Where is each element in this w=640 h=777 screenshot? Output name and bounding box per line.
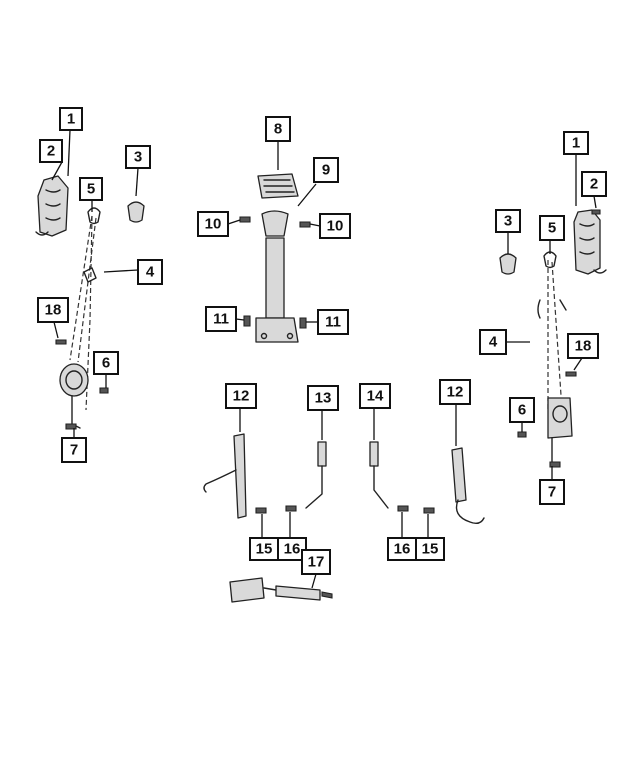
- callout-10-right: 10: [319, 213, 351, 239]
- right-belt-webbing: [537, 251, 567, 411]
- svg-text:9: 9: [322, 162, 330, 179]
- svg-text:7: 7: [70, 442, 78, 459]
- callout-11-right: 11: [317, 309, 349, 335]
- callout-14: 14: [359, 383, 391, 409]
- callout-17: 17: [301, 549, 331, 575]
- right-d-ring-cover: [499, 253, 517, 275]
- left-height-adjuster: [35, 175, 69, 237]
- buckle-12-right: [451, 447, 485, 525]
- svg-text:18: 18: [575, 338, 592, 355]
- callout-4-left: 4: [137, 259, 163, 285]
- svg-text:12: 12: [233, 388, 250, 405]
- svg-text:6: 6: [102, 355, 110, 372]
- svg-text:10: 10: [205, 216, 222, 233]
- callout-9: 9: [313, 157, 339, 183]
- center-assembly: [239, 173, 311, 343]
- callout-12-right: 12: [439, 379, 471, 405]
- svg-text:2: 2: [590, 176, 598, 193]
- right-bolts: [517, 209, 601, 468]
- callout-13: 13: [307, 385, 339, 411]
- svg-text:6: 6: [518, 402, 526, 419]
- left-retractor: [59, 363, 89, 429]
- buckle-13: [305, 441, 327, 509]
- svg-text:12: 12: [447, 384, 464, 401]
- callout-6-right: 6: [509, 397, 535, 423]
- callout-3-right: 3: [495, 209, 521, 233]
- svg-text:3: 3: [134, 149, 142, 166]
- callout-18-left: 18: [37, 297, 69, 323]
- callout-15-right: 15: [415, 537, 445, 561]
- callout-3-left: 3: [125, 145, 151, 169]
- svg-text:4: 4: [489, 334, 498, 351]
- callout-15-left: 15: [249, 537, 279, 561]
- callout-7-left: 7: [61, 437, 87, 463]
- callout-6-left: 6: [93, 351, 119, 375]
- callout-5-left: 5: [79, 177, 103, 201]
- buckle-14: [369, 441, 389, 509]
- svg-text:3: 3: [504, 213, 512, 230]
- callout-1-right: 1: [563, 131, 589, 155]
- callout-7-right: 7: [539, 479, 565, 505]
- callout-12-left: 12: [225, 383, 257, 409]
- callout-1-left: 1: [59, 107, 83, 131]
- callout-8: 8: [265, 116, 291, 142]
- buckle-assemblies: [203, 433, 485, 603]
- svg-text:11: 11: [213, 311, 229, 328]
- svg-text:5: 5: [548, 220, 556, 237]
- svg-text:8: 8: [274, 121, 282, 138]
- right-retractor: [547, 397, 573, 463]
- callout-18-right: 18: [567, 333, 599, 359]
- svg-text:4: 4: [146, 264, 155, 281]
- svg-text:14: 14: [367, 388, 384, 405]
- left-bolts: [55, 339, 109, 430]
- callout-2-left: 2: [39, 139, 63, 163]
- callout-10-left: 10: [197, 211, 229, 237]
- center-cover-part-8: [257, 173, 299, 199]
- svg-text:18: 18: [45, 302, 62, 319]
- svg-text:1: 1: [572, 135, 580, 152]
- buckle-12-left: [203, 433, 247, 519]
- callout-2-right: 2: [581, 171, 607, 197]
- svg-text:1: 1: [67, 111, 75, 128]
- svg-text:16: 16: [284, 541, 301, 558]
- svg-text:2: 2: [47, 143, 55, 160]
- svg-text:13: 13: [315, 390, 332, 407]
- svg-text:15: 15: [256, 541, 273, 558]
- callout-5-right: 5: [539, 215, 565, 241]
- svg-text:15: 15: [422, 541, 439, 558]
- right-height-adjuster: [573, 209, 607, 275]
- callout-4-right: 4: [479, 329, 507, 355]
- right-belt-assembly: [499, 209, 607, 468]
- buckle-bolts: [255, 505, 435, 514]
- left-d-ring-cover: [127, 201, 145, 223]
- svg-text:16: 16: [394, 541, 411, 558]
- callout-16-right: 16: [387, 537, 417, 561]
- callout-11-left: 11: [205, 306, 237, 332]
- center-bolts: [239, 216, 311, 329]
- svg-text:17: 17: [308, 554, 325, 571]
- leader-lines: [51, 129, 597, 589]
- center-column-part-9: [255, 210, 299, 343]
- svg-text:5: 5: [87, 181, 95, 198]
- svg-text:11: 11: [325, 314, 341, 331]
- svg-text:7: 7: [548, 484, 556, 501]
- callout-16-left: 16: [277, 537, 307, 561]
- buckle-17: [229, 577, 333, 603]
- svg-text:10: 10: [327, 218, 344, 235]
